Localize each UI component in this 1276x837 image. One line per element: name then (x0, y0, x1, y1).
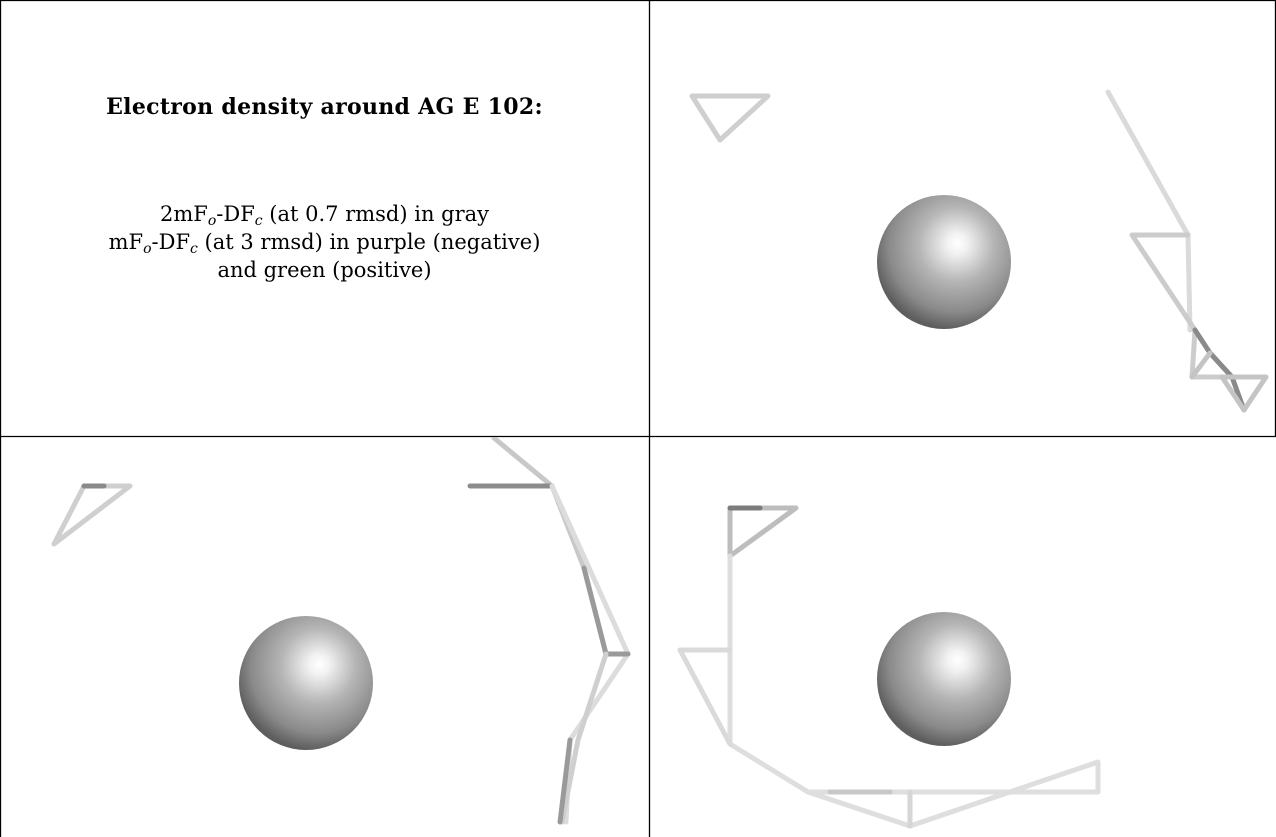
legend-line-difference: mFo-DFc (at 3 rmsd) in purple (negative) (0, 228, 649, 256)
mesh-strand (677, 647, 733, 747)
legend-line2-mid: -DF (151, 230, 191, 254)
legend-line1-pre: 2mF (159, 202, 208, 226)
caption-cell: Electron density around AG E 102: 2mFo-D… (0, 0, 649, 436)
legend: 2mFo-DFc (at 0.7 rmsd) in gray mFo-DFc (… (0, 200, 649, 284)
mesh-strand (491, 437, 609, 657)
density-mesh (677, 505, 1101, 829)
silver-atom-sphere (239, 616, 373, 750)
mesh-strand (559, 651, 609, 825)
legend-line2-pre: mF (108, 230, 144, 254)
panel-bottom-left (51, 437, 631, 825)
legend-line2-sub-c: c (190, 241, 198, 257)
silver-atom-sphere (877, 195, 1011, 329)
legend-line1-sub-o: o (207, 213, 217, 229)
legend-line1-mid: -DF (216, 202, 255, 226)
density-mesh (689, 89, 1269, 413)
mesh-triangle (689, 93, 771, 143)
mesh-triangle (51, 483, 133, 547)
mesh-edge (1189, 350, 1213, 380)
legend-line-gray: 2mFo-DFc (at 0.7 rmsd) in gray (0, 200, 649, 228)
legend-line2-sub-o: o (143, 241, 152, 257)
panel-top-right (689, 89, 1269, 413)
density-mesh (51, 437, 631, 825)
legend-line1-sub-c: c (254, 213, 263, 229)
mesh-strand-dark (1192, 327, 1247, 413)
mesh-strand (1105, 89, 1193, 333)
mesh-triangle (1219, 374, 1269, 413)
title: Electron density around AG E 102: (106, 94, 543, 120)
mesh-triangle (727, 505, 799, 559)
silver-atom-sphere (877, 612, 1011, 746)
legend-line-positive: and green (positive) (217, 258, 432, 282)
legend-line1-post: (at 0.7 rmsd) in gray (262, 202, 490, 226)
panel-bottom-right (677, 505, 1101, 829)
legend-line2-post: (at 3 rmsd) in purple (negative) (197, 230, 541, 254)
mesh-edge-dark (557, 737, 573, 825)
mesh-strand (1129, 232, 1235, 380)
